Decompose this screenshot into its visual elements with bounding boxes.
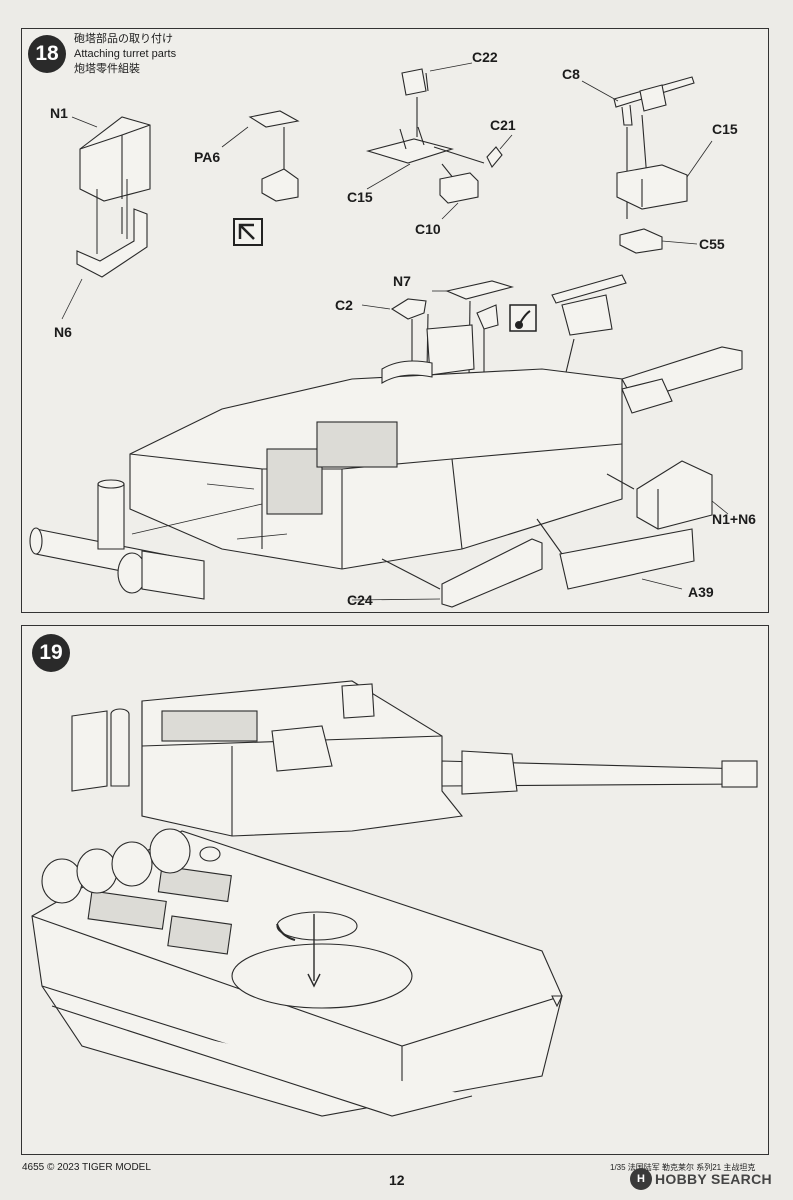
label-c55: C55 bbox=[699, 236, 725, 252]
label-c15-right: C15 bbox=[712, 121, 738, 137]
step-19-badge: 19 bbox=[32, 634, 70, 672]
step-19-panel: 19 bbox=[21, 625, 769, 1155]
part-n1 bbox=[79, 116, 151, 202]
part-n1n6 bbox=[636, 460, 713, 530]
label-n7: N7 bbox=[393, 273, 411, 289]
label-c15-left: C15 bbox=[347, 189, 373, 205]
label-n1: N1 bbox=[50, 105, 68, 121]
smoke-canisters bbox=[29, 479, 205, 600]
part-c10 bbox=[439, 172, 479, 204]
label-n1n6: N1+N6 bbox=[712, 511, 756, 527]
tank-hull bbox=[31, 830, 563, 1117]
part-c8 bbox=[613, 76, 695, 126]
step-18-badge: 18 bbox=[28, 35, 66, 73]
part-c15-mount-b bbox=[616, 164, 688, 210]
label-pa6: PA6 bbox=[194, 149, 221, 165]
label-c2: C2 bbox=[335, 297, 353, 313]
step-18-title-cn: 炮塔零件組裝 bbox=[74, 63, 140, 75]
part-n7 bbox=[445, 280, 515, 300]
part-c24 bbox=[441, 538, 543, 608]
label-c22: C22 bbox=[472, 49, 498, 65]
part-c55 bbox=[619, 228, 663, 254]
part-n6 bbox=[76, 207, 148, 278]
step-18-title-en: Attaching turret parts bbox=[74, 48, 177, 60]
footer-kit-title: 1/35 法国陆军 勒克莱尔 系列21 主战坦克 bbox=[610, 1163, 756, 1172]
fuel-drums bbox=[41, 828, 221, 904]
hobby-search-watermark: H HOBBY SEARCH bbox=[630, 1168, 772, 1190]
label-n6: N6 bbox=[54, 324, 72, 340]
label-c10: C10 bbox=[415, 221, 441, 237]
label-c21: C21 bbox=[490, 117, 516, 133]
turret-body bbox=[129, 324, 743, 570]
label-c8: C8 bbox=[562, 66, 580, 82]
step-19-illustration bbox=[31, 680, 758, 1117]
page-number: 12 bbox=[389, 1172, 405, 1188]
turret-rotation-arrow bbox=[276, 911, 358, 988]
step-18-illustration bbox=[29, 62, 743, 608]
label-c24: C24 bbox=[347, 592, 373, 608]
part-c15-mount bbox=[365, 126, 454, 164]
part-pa6 bbox=[248, 110, 300, 202]
step-18-panel: 18 砲塔部品の取り付け Attaching turret parts 炮塔零件… bbox=[21, 28, 769, 613]
label-a39: A39 bbox=[688, 584, 714, 600]
part-c21 bbox=[486, 146, 503, 168]
footer-code: 4655 © 2023 TIGER MODEL bbox=[22, 1162, 151, 1173]
hobby-search-text: HOBBY SEARCH bbox=[655, 1171, 772, 1187]
part-c2 bbox=[390, 298, 427, 320]
finished-turret bbox=[71, 680, 758, 837]
hobby-search-badge-icon: H bbox=[630, 1168, 652, 1190]
part-c22 bbox=[401, 68, 429, 96]
part-a39 bbox=[559, 528, 695, 590]
step-18-title-jp: 砲塔部品の取り付け bbox=[74, 33, 173, 45]
